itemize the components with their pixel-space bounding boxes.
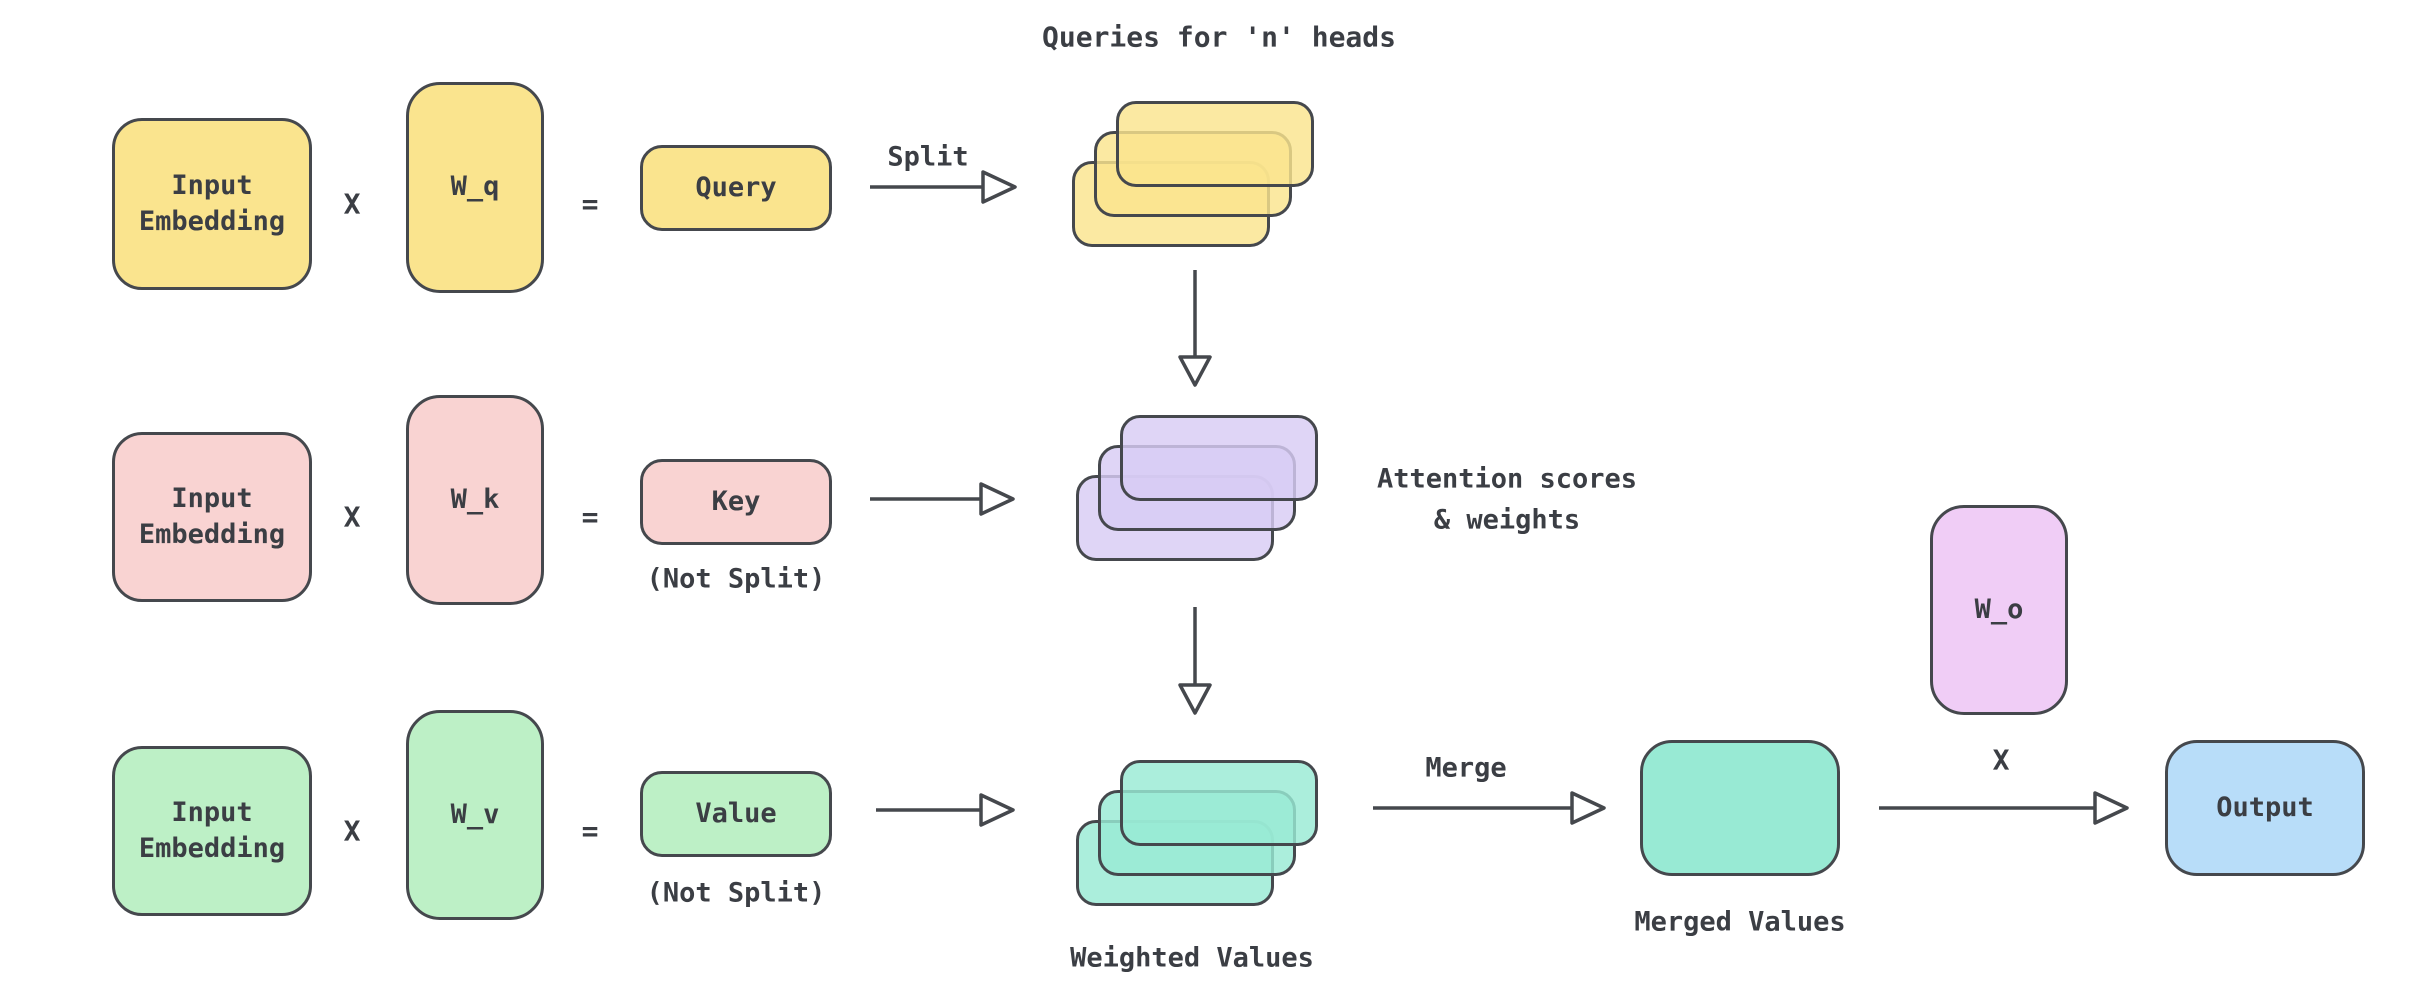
value-not-split-label: (Not Split) <box>646 877 826 909</box>
multiply-sign-query: X <box>343 187 361 221</box>
multiply-sign-value: X <box>343 814 361 848</box>
merged-values-box <box>1640 740 1840 876</box>
input-embedding-key-label: Input Embedding <box>138 482 286 550</box>
output-label: Output <box>2216 791 2314 823</box>
equals-sign-value: = <box>581 814 599 848</box>
queries-heads-title: Queries for 'n' heads <box>1041 20 1397 54</box>
output-box: Output <box>2165 740 2365 876</box>
multiply-sign-key: X <box>343 500 361 534</box>
down-arrow-attention-to-weighted <box>1178 607 1212 715</box>
equals-sign-key: = <box>581 500 599 534</box>
wk-weight-box: W_k <box>406 395 544 605</box>
weighted-card-front <box>1120 760 1318 846</box>
query-label: Query <box>695 171 777 203</box>
split-arrow <box>870 170 1017 204</box>
value-box: Value <box>640 771 832 857</box>
wo-weight-box: W_o <box>1930 505 2068 715</box>
merged-values-label: Merged Values <box>1634 906 1846 938</box>
merge-arrow <box>1373 791 1606 825</box>
attention-caption-line1: Attention scores <box>1376 463 1638 495</box>
query-box: Query <box>640 145 832 231</box>
attention-card-front <box>1120 415 1318 501</box>
value-arrow <box>876 793 1015 827</box>
value-label: Value <box>695 797 777 829</box>
down-arrow-queries-to-attention <box>1178 270 1212 387</box>
wv-label: W_v <box>450 798 500 830</box>
output-arrow <box>1879 791 2129 825</box>
wv-weight-box: W_v <box>406 710 544 920</box>
input-embedding-key-box: Input Embedding <box>112 432 312 602</box>
wq-label: W_q <box>450 171 500 203</box>
input-embedding-query-label: Input Embedding <box>138 169 286 237</box>
split-label: Split <box>887 141 969 173</box>
wk-label: W_k <box>450 483 500 515</box>
input-embedding-value-label: Input Embedding <box>138 796 286 864</box>
key-arrow <box>870 482 1015 516</box>
attention-caption-line2: & weights <box>1433 504 1581 536</box>
query-head-card-front <box>1116 101 1314 187</box>
weighted-values-label: Weighted Values <box>1070 942 1314 974</box>
input-embedding-value-box: Input Embedding <box>112 746 312 916</box>
key-box: Key <box>640 459 832 545</box>
key-not-split-label: (Not Split) <box>646 563 826 595</box>
equals-sign-query: = <box>581 187 599 221</box>
key-label: Key <box>711 485 761 517</box>
input-embedding-query-box: Input Embedding <box>112 118 312 290</box>
wo-label: W_o <box>1974 593 2024 625</box>
multiply-sign-output: X <box>1992 743 2010 777</box>
wq-weight-box: W_q <box>406 82 544 293</box>
merge-label: Merge <box>1425 752 1507 784</box>
